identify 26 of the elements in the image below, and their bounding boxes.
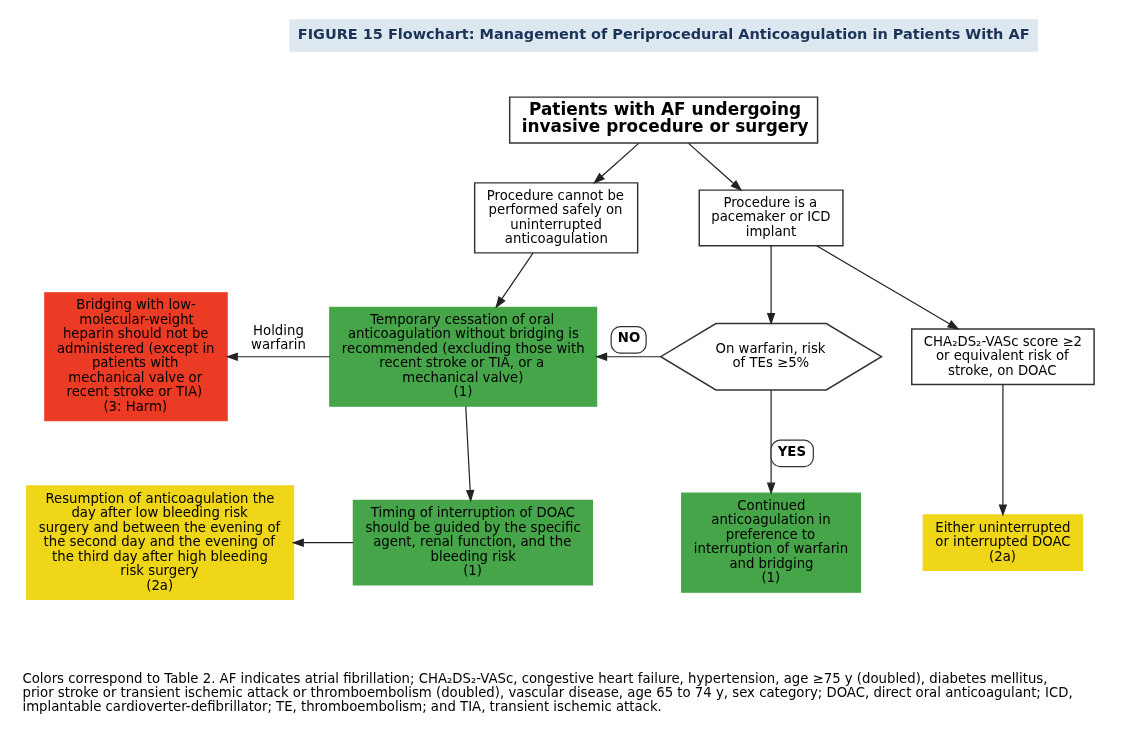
arrow: [766, 389, 776, 495]
node-box: Continued anticoagulation in preference to interruption of warfarin and bridging (1): [681, 492, 862, 593]
edge-label: NO: [617, 329, 641, 345]
node-box: Temporary cessation of oral anticoagulation without bridging is recommended (excluding those with recent stroke or TIA, or a mechanical valve) (1): [329, 306, 598, 407]
edge-label: Holding warfarin: [251, 322, 306, 352]
arrow: [465, 405, 475, 502]
edge-label: YES: [777, 443, 806, 458]
diagram-title: FIGURE 15 Flowchart: Management of Periprocedural Anticoagulation in Patients With AF: [297, 25, 1030, 42]
node-box: Timing of interruption of DOAC should be guided by the specific agent, renal function, and the bleeding risk (1): [352, 499, 593, 586]
node-box: Procedure is a pacemaker or ICD implant: [698, 188, 844, 246]
arrow: [766, 244, 776, 325]
caption: Colors correspond to Table 2. AF indicates atrial fibrillation; CHA₂DS₂-VASc, congestive heart failure, hypertension, age ≥75 y (doubled), diabetes mellitus, prior stroke or transient ischemic attack or thromboembolism (doubled), vascular disease, age 65 to 74 y, sex category; DOAC, direct oral anticoagulant; ICD, implantable cardioverter-defibrillator; TE, thromboembolism; and TIA, transient ischemic attack.: [22, 670, 1073, 714]
arrow: [816, 244, 960, 330]
node-box: Procedure cannot be performed safely on uninterrupted anticoagulation: [473, 181, 639, 254]
arrow: [998, 383, 1008, 517]
node-box: CHA₂DS₂-VASc score ≥2 or equivalent risk of stroke, on DOAC: [911, 327, 1095, 385]
node-box: Either uninterrupted or interrupted DOAC (2a): [922, 513, 1084, 571]
node-box: Patients with AF undergoing invasive procedure or surgery: [508, 95, 819, 144]
arrow: [225, 352, 331, 361]
arrow: [687, 142, 743, 191]
arrow: [593, 142, 640, 184]
arrow: [291, 537, 354, 547]
node-box: Bridging with low-molecular-weight heparin should not be administered (except in patients with mechanical valve or recent stroke or TIA) (3: Harm): [44, 291, 228, 421]
node-box: Resumption of anticoagulation the day after low bleeding risk surgery and between the evening of the second day and the evening of the third day after high bleeding risk surgery (2a): [26, 484, 295, 600]
arrow: [495, 252, 534, 308]
arrow: [595, 352, 662, 361]
